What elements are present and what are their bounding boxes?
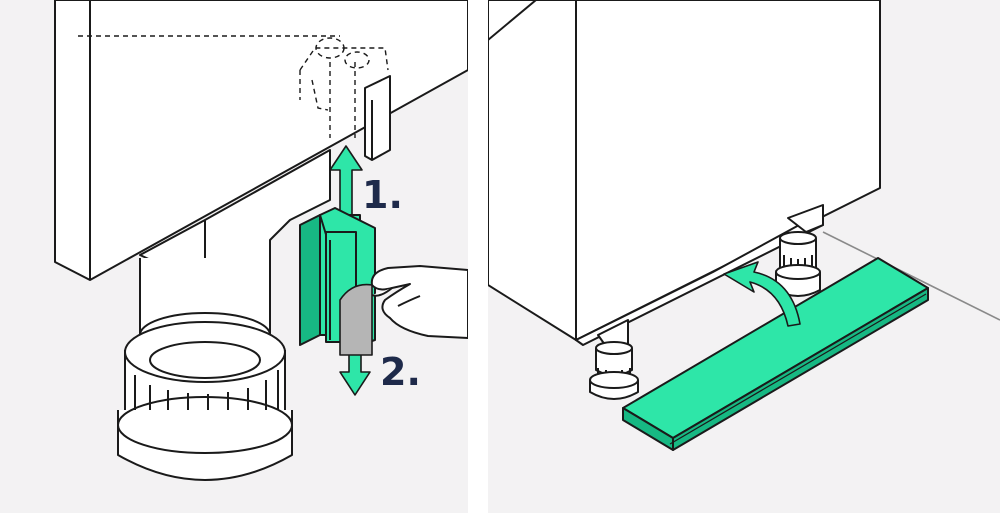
mounted-clip <box>364 75 391 161</box>
adjustable-leg <box>117 258 293 481</box>
protective-film <box>339 283 373 356</box>
clip-mounting-illustration: 1. 2. <box>0 0 468 513</box>
floor-edge <box>822 231 1000 321</box>
clip-hidden-outline <box>78 35 389 138</box>
front-leg <box>589 319 639 400</box>
curved-arrow-icon <box>723 261 801 327</box>
plinth-installation-illustration <box>488 0 1000 513</box>
cabinet-corner <box>54 0 468 281</box>
panel-clip-mounting: 1. 2. <box>0 0 468 513</box>
cabinet <box>488 0 881 346</box>
hand <box>370 265 468 339</box>
panel-plinth-installation <box>488 0 1000 513</box>
step1-label: 1. <box>362 173 403 217</box>
step2-label: 2. <box>380 350 421 394</box>
